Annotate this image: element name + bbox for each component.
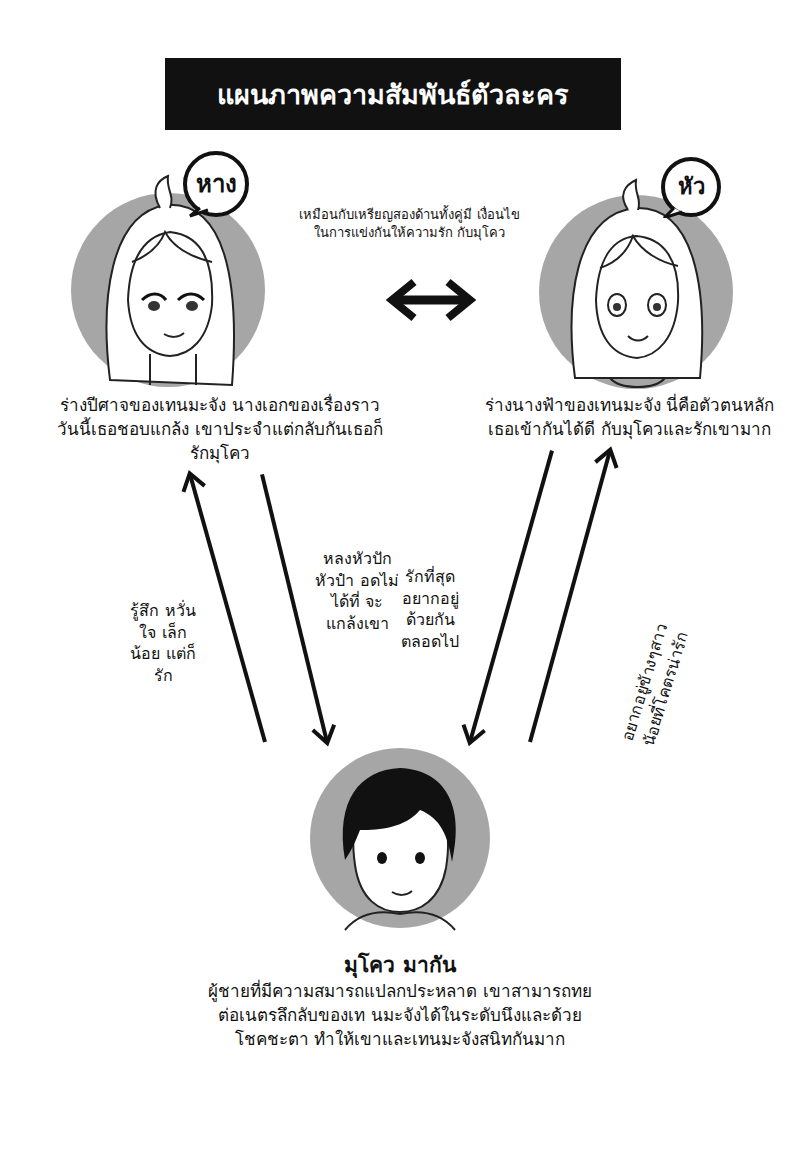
node-text: ผู้ชายที่มีความสมารถแปลกประหลาด เขาสามาร… [205,980,595,1051]
relation-arrow [470,451,552,742]
bubble-circle [185,153,247,215]
edge-label: รักที่สุด อยากอยู่ ด้วยกัน ตลอดไป [388,566,472,652]
bangs [132,232,212,262]
character-node: ร่างปีศาจของเทนมะจัง นางเอกของเรื่องราวว… [50,180,390,471]
pupil [653,303,661,311]
shoulders [345,912,455,930]
node-heading: มุโคว มากัน [205,951,595,980]
relation-arrow [190,474,265,742]
collar [610,378,665,387]
eye [648,294,666,316]
hair [572,208,703,378]
character-node: มุโคว มากันผู้ชายที่มีความสมารถแปลกประหล… [205,745,595,1058]
edge-label: อยากอยู่ข้างๆสาว น้อยที่โคตรน่ารัก [612,608,697,764]
eye [608,294,626,316]
node-text: ร่างนางฟ้าของเทนมะจัง นี่คือตัวตนหลัก เธ… [472,394,787,442]
double-arrow [393,296,469,305]
smile [628,336,648,341]
bubble-tail [664,208,682,218]
smirk [164,333,184,337]
eye [148,301,160,311]
hair-tuft [155,176,171,208]
edge-label: หลงหัวปัก หัวปำ อดไม่ได้ที่ จะแกล้งเขา [314,548,400,634]
eyes [142,294,204,300]
eye [377,852,387,864]
smile [392,891,412,895]
node-text: ร่างปีศาจของเทนมะจัง นางเอกของเรื่องราวว… [50,394,390,465]
bangs [600,236,678,268]
title-band: แผนภาพความสัมพันธ์ตัวละคร [165,58,621,130]
boy-portrait [310,748,490,930]
eye [415,852,425,864]
portrait-ground [539,195,733,389]
neck [150,354,196,385]
face [596,236,678,358]
relation-arrow [262,474,327,742]
node-text: หัว [678,176,705,198]
speech-bubble: หาง [182,150,250,218]
hair [343,768,456,862]
face [128,232,212,356]
bubble-tail [190,208,208,216]
hair-tuft [623,180,639,210]
eye [186,301,198,311]
portrait-ground [71,193,265,387]
bubble-circle [663,159,719,215]
node-text: หาง [196,172,237,196]
hair [107,205,234,385]
portrait-ground [310,748,490,928]
edge-label: เหมือนกับเหรียญสองด้านทั้งคู่มี เงื่อนไข… [292,206,527,241]
relation-arrow [530,451,610,742]
title: แผนภาพความสัมพันธ์ตัวละคร [217,73,569,116]
pupil [613,303,621,311]
edge-label: รู้สึก หวั่นใจ เล็กน้อย แต่ก็รัก [128,600,198,686]
speech-bubble: หัว [660,156,722,218]
